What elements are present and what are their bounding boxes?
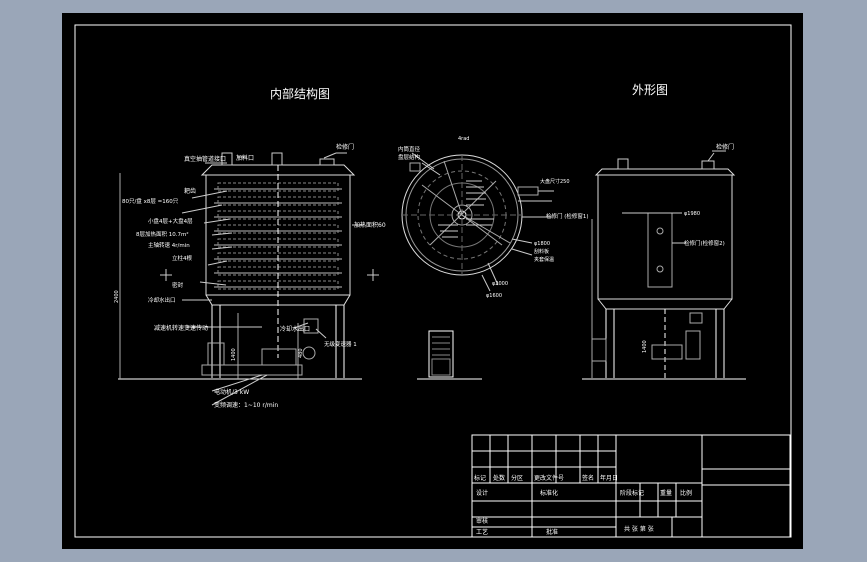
spindle-label: 主轴转速 4r/min bbox=[148, 241, 190, 249]
dia-a-label: φ1800 bbox=[534, 241, 550, 247]
left-view-title: 内部结构图 bbox=[270, 86, 330, 101]
heat-plate-label: 小盘4层+大盘4层 bbox=[148, 217, 193, 225]
tb-row-count: 处数 bbox=[493, 474, 505, 482]
left-view bbox=[118, 152, 379, 406]
water-outlet-label: 冷却水出口 bbox=[280, 325, 310, 333]
control-cabinet bbox=[417, 330, 482, 380]
tb-weight: 重量 bbox=[660, 489, 672, 497]
top-inner-b-label: 盘层结构 bbox=[398, 153, 421, 161]
top-inner-a-label: 内筒直径 bbox=[398, 145, 421, 153]
right-door-side-label: 检修门(检修窗2) bbox=[684, 239, 725, 247]
tb-row-file: 更改文件号 bbox=[534, 474, 564, 482]
tb-row-zone: 分区 bbox=[511, 474, 523, 482]
drawing-sheet: 内部结构图 外形图 真空抽管道接口 加料口 检修门 耙齿 80只/盘 x8层 =… bbox=[62, 13, 803, 549]
valve-label: 无级变速器 1 bbox=[324, 340, 357, 348]
tb-row-mark: 标记 bbox=[474, 474, 486, 482]
drawing-frame bbox=[74, 24, 792, 538]
scraper-label: 刮料板 bbox=[534, 248, 549, 255]
dia-c-label: φ1600 bbox=[486, 293, 502, 299]
right-diameter-label: φ1980 bbox=[684, 211, 700, 217]
tb-approve: 批准 bbox=[546, 528, 558, 536]
cooling-port-label: 冷却水出口 bbox=[148, 296, 176, 304]
motor-label: 电动机/3 kW bbox=[214, 388, 249, 396]
right-view bbox=[582, 150, 746, 380]
top-dim-label: 4rad bbox=[458, 136, 469, 142]
tb-std: 标准化 bbox=[540, 489, 558, 497]
access-door-label: 检修门 bbox=[336, 143, 354, 151]
layer-spacing-label: 8层加热面积 10.7m² bbox=[136, 230, 189, 238]
spec-line-label: 80只/盘 x8层 =160只 bbox=[122, 197, 179, 205]
tb-review: 审核 bbox=[476, 517, 488, 525]
dim-side-label: 2400 bbox=[114, 290, 120, 303]
drawing-canvas: 内部结构图 外形图 真空抽管道接口 加料口 检修门 耙齿 80只/盘 x8层 =… bbox=[74, 24, 792, 538]
tb-stage: 阶段标记 bbox=[620, 489, 644, 497]
tb-design: 设计 bbox=[476, 489, 488, 497]
right-access-door-label: 检修门 bbox=[716, 143, 734, 151]
column-label: 立柱4根 bbox=[172, 254, 192, 262]
speed-label: 变频调速：1~10 r/min bbox=[214, 401, 278, 409]
dim-valve-label: 480 bbox=[298, 348, 304, 358]
tb-row-sign: 签名 bbox=[582, 474, 594, 482]
jacket-label: 夹套保温 bbox=[534, 256, 554, 263]
side-port-label: 检修门 (检修窗1) bbox=[546, 212, 589, 220]
title-block bbox=[471, 434, 791, 538]
feed-port-label: 加料口 bbox=[236, 154, 254, 162]
right-dim-h-label: 1400 bbox=[642, 340, 648, 353]
heat-area-label: 加热面积60 bbox=[354, 221, 386, 229]
rake-arm-label: 耙齿 bbox=[184, 187, 196, 195]
tb-craft: 工艺 bbox=[476, 528, 488, 536]
dia-b-label: φ2000 bbox=[492, 281, 508, 287]
vacuum-port-label: 真空抽管道接口 bbox=[184, 155, 226, 163]
right-view-title: 外形图 bbox=[632, 83, 668, 97]
vent-label: 大盘尺寸250 bbox=[540, 178, 570, 185]
tb-scale: 比例 bbox=[680, 489, 692, 497]
seal-ring-label: 密封 bbox=[172, 281, 184, 289]
top-view bbox=[401, 152, 554, 292]
tb-sheets: 共 张 第 张 bbox=[624, 525, 654, 533]
tb-row-date: 年月日 bbox=[600, 474, 618, 482]
drive-base-label: 减速机转速变速传动 bbox=[154, 324, 208, 332]
dim-height-label: 1400 bbox=[231, 348, 237, 361]
